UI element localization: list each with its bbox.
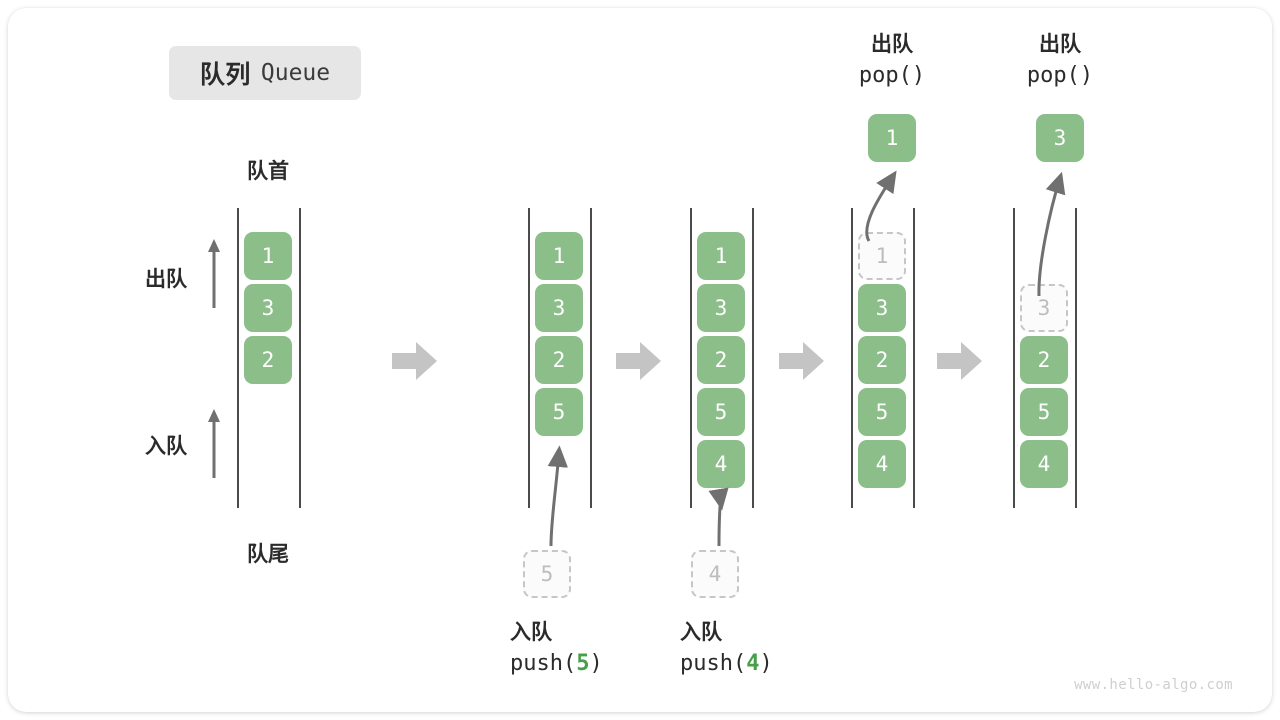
pop-operation-label-1: 出队 pop() bbox=[832, 30, 952, 92]
queue-element: 3 bbox=[858, 284, 906, 332]
pop-3-arrow bbox=[1037, 171, 1066, 297]
queue-rail-left-2 bbox=[528, 208, 530, 508]
flow-arrow-icon bbox=[779, 342, 824, 380]
diagram-card: 队列 Queue 队首 队尾 出队 入队 1 3 2 1 bbox=[8, 8, 1272, 712]
queue-rail-right-5 bbox=[1075, 208, 1077, 508]
queue-rail-left-3 bbox=[690, 208, 692, 508]
title-badge: 队列 Queue bbox=[169, 46, 361, 100]
queue-element: 1 bbox=[244, 232, 292, 280]
queue-rail-right-3 bbox=[752, 208, 754, 508]
queue-element: 4 bbox=[697, 440, 745, 488]
queue-element: 1 bbox=[697, 232, 745, 280]
queue-element-removed: 3 bbox=[1020, 284, 1068, 332]
popped-element: 3 bbox=[1036, 114, 1084, 162]
enqueue-direction-arrow-icon bbox=[208, 409, 220, 478]
dequeue-direction-arrow-icon bbox=[208, 239, 220, 308]
pop-label-cn: 出队 bbox=[871, 33, 913, 56]
queue-element: 2 bbox=[244, 336, 292, 384]
queue-rail-right-2 bbox=[590, 208, 592, 508]
popped-element: 1 bbox=[868, 114, 916, 162]
push-4-arrow bbox=[708, 487, 729, 547]
title-chinese: 队列 bbox=[199, 61, 251, 89]
flow-arrow-icon bbox=[937, 342, 982, 380]
push-5-arrow bbox=[547, 445, 568, 547]
pop-label-cn: 出队 bbox=[1039, 33, 1081, 56]
queue-element: 2 bbox=[535, 336, 583, 384]
push-fn-open: push( bbox=[510, 651, 577, 676]
queue-element: 5 bbox=[697, 388, 745, 436]
pop-label-code: pop() bbox=[858, 63, 926, 88]
title-english: Queue bbox=[260, 60, 331, 86]
incoming-element: 4 bbox=[691, 550, 739, 598]
queue-element: 5 bbox=[535, 388, 583, 436]
queue-element: 2 bbox=[858, 336, 906, 384]
queue-rail-left-5 bbox=[1013, 208, 1015, 508]
diagram-stage: 队列 Queue 队首 队尾 出队 入队 1 3 2 1 bbox=[8, 8, 1272, 712]
push-label-code: push(5) bbox=[510, 648, 603, 680]
push-arg: 5 bbox=[576, 651, 590, 676]
queue-tail-label: 队尾 bbox=[247, 543, 289, 566]
queue-rail-left-1 bbox=[237, 208, 239, 508]
enqueue-side-label: 入队 bbox=[145, 435, 187, 458]
queue-element: 3 bbox=[697, 284, 745, 332]
incoming-element: 5 bbox=[523, 550, 571, 598]
dequeue-side-label: 出队 bbox=[145, 268, 187, 291]
queue-element: 4 bbox=[858, 440, 906, 488]
push-operation-label-2: 入队 push(4) bbox=[680, 618, 773, 680]
queue-rail-right-4 bbox=[913, 208, 915, 508]
push-fn-close: ) bbox=[589, 651, 603, 676]
queue-element: 2 bbox=[1020, 336, 1068, 384]
queue-element: 1 bbox=[535, 232, 583, 280]
watermark: www.hello-algo.com bbox=[1074, 677, 1233, 693]
push-label-cn: 入队 bbox=[510, 621, 552, 644]
push-label-code: push(4) bbox=[680, 648, 773, 680]
queue-rail-right-1 bbox=[299, 208, 301, 508]
queue-element-removed: 1 bbox=[858, 232, 906, 280]
push-fn-close: ) bbox=[759, 651, 773, 676]
queue-element: 5 bbox=[1020, 388, 1068, 436]
queue-element: 4 bbox=[1020, 440, 1068, 488]
flow-arrow-icon bbox=[392, 342, 437, 380]
flow-arrow-icon bbox=[616, 342, 661, 380]
push-label-cn: 入队 bbox=[680, 621, 722, 644]
queue-element: 2 bbox=[697, 336, 745, 384]
pop-operation-label-2: 出队 pop() bbox=[1000, 30, 1120, 92]
queue-rail-left-4 bbox=[851, 208, 853, 508]
queue-element: 3 bbox=[244, 284, 292, 332]
push-arg: 4 bbox=[746, 651, 760, 676]
queue-element: 5 bbox=[858, 388, 906, 436]
queue-head-label: 队首 bbox=[247, 160, 289, 183]
push-operation-label-1: 入队 push(5) bbox=[510, 618, 603, 680]
pop-label-code: pop() bbox=[1026, 63, 1094, 88]
push-fn-open: push( bbox=[680, 651, 747, 676]
queue-element: 3 bbox=[535, 284, 583, 332]
